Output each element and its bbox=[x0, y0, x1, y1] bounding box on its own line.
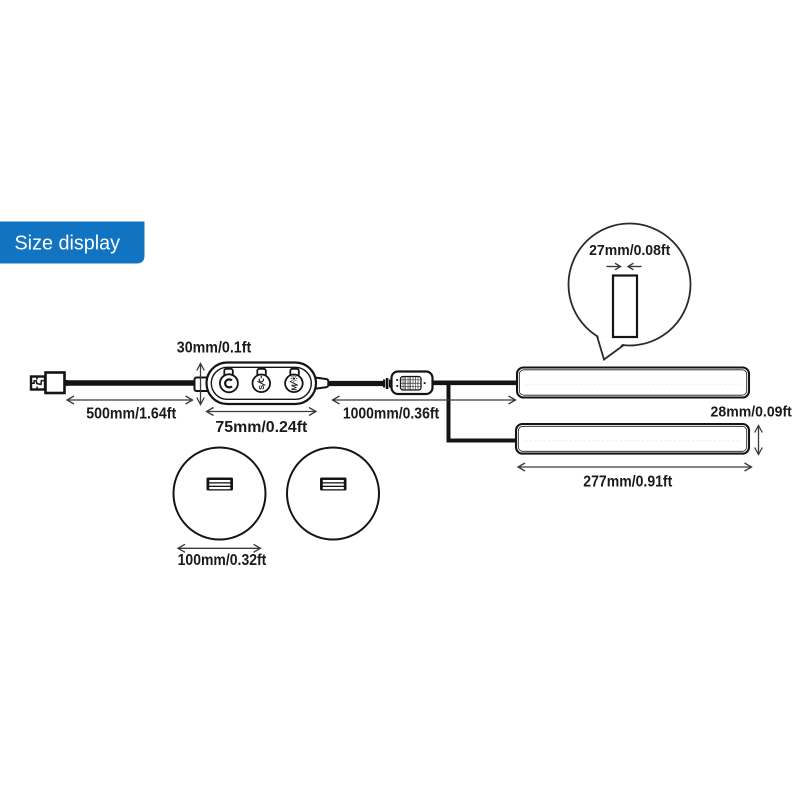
svg-text:100mm/0.32ft: 100mm/0.32ft bbox=[178, 552, 267, 569]
svg-text:30mm/0.1ft: 30mm/0.1ft bbox=[177, 340, 251, 357]
svg-text:Size display: Size display bbox=[15, 232, 121, 255]
svg-text:27mm/0.08ft: 27mm/0.08ft bbox=[589, 242, 670, 259]
svg-text:75mm/0.24ft: 75mm/0.24ft bbox=[215, 419, 307, 436]
svg-text:1000mm/0.36ft: 1000mm/0.36ft bbox=[343, 406, 439, 423]
svg-text:28mm/0.09ft: 28mm/0.09ft bbox=[711, 404, 792, 421]
svg-text:277mm/0.91ft: 277mm/0.91ft bbox=[583, 474, 672, 491]
svg-text:M: M bbox=[290, 384, 299, 390]
svg-text:500mm/1.64ft: 500mm/1.64ft bbox=[86, 405, 176, 422]
svg-text:S: S bbox=[257, 385, 266, 390]
